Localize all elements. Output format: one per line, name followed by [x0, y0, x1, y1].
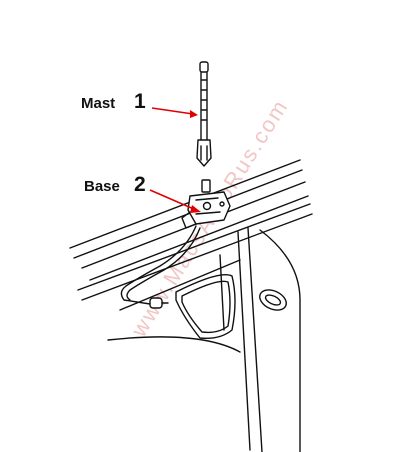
- base-label: Base: [84, 178, 120, 195]
- grommet: [259, 289, 287, 311]
- antenna-cable: [120, 225, 201, 309]
- antenna-base: [181, 179, 231, 229]
- antenna-mast: [196, 61, 212, 167]
- trim-opening: [175, 274, 236, 340]
- fender-body-lines: [69, 159, 313, 452]
- mast-number: 1: [134, 90, 146, 113]
- base-arrow: [149, 189, 197, 211]
- mast-arrow: [151, 107, 194, 115]
- mast-label: Mast: [81, 95, 116, 112]
- base-number: 2: [134, 173, 146, 196]
- grommet-inner: [264, 294, 282, 306]
- trim-opening-inner: [181, 280, 231, 334]
